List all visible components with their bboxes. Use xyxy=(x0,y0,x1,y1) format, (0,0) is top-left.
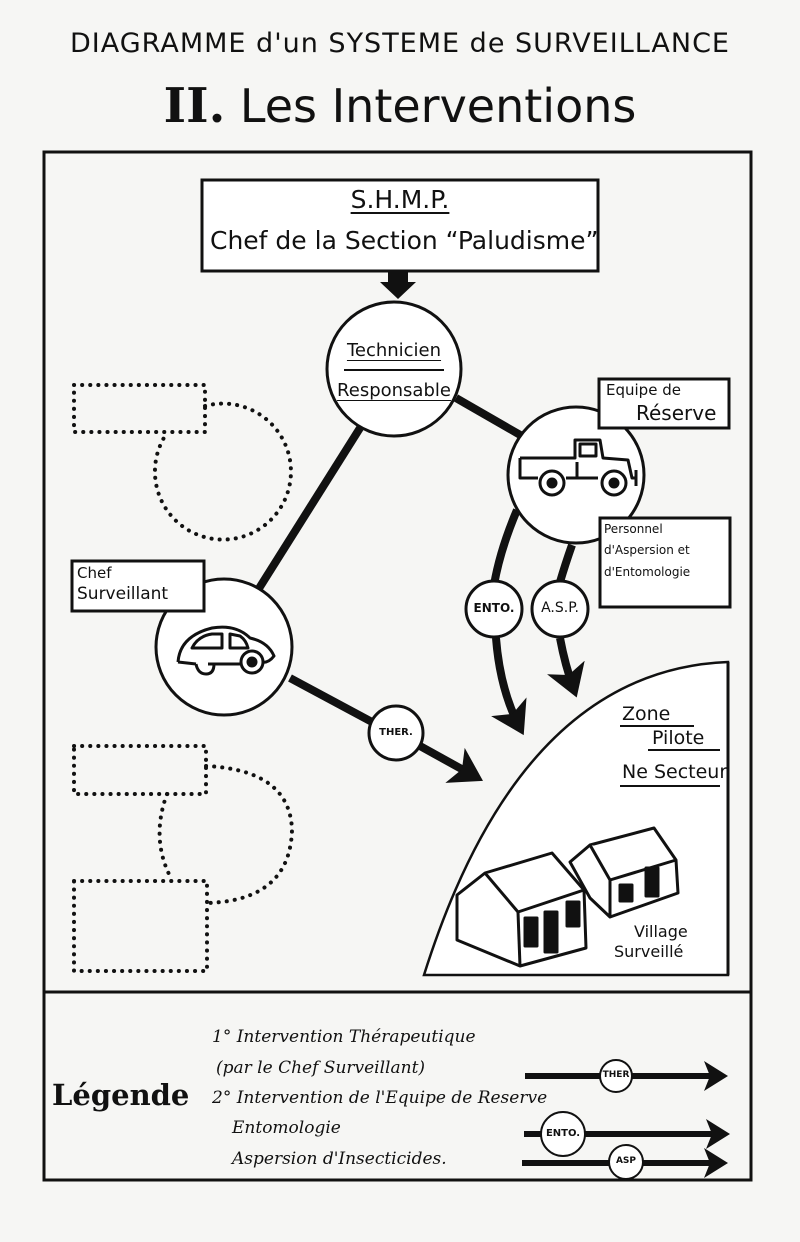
arrow-ther-zone xyxy=(418,742,483,783)
placeholder-shapes-bottom xyxy=(72,744,295,973)
village-label: Village xyxy=(634,922,688,941)
personnel-line2: d'Aspersion et xyxy=(604,543,690,557)
secteur-label: Ne Secteur xyxy=(622,761,728,783)
chef-label: Chef xyxy=(77,564,112,582)
edge-reserve-asp xyxy=(556,543,576,584)
surveille-label: Surveillé xyxy=(614,942,684,961)
legend-item2b: Aspersion d'Insecticides. xyxy=(232,1149,447,1169)
section-title: Les Interventions xyxy=(239,79,637,133)
equipe-reserve-box xyxy=(597,377,731,430)
outer-frame xyxy=(42,150,753,1182)
legend-item2a: Entomologie xyxy=(232,1118,341,1138)
personnel-box xyxy=(598,516,732,609)
ther-label: THER. xyxy=(379,727,413,738)
surveillant-label: Surveillant xyxy=(77,584,169,604)
asp-label: A.S.P. xyxy=(541,600,579,616)
legend-asp-badge xyxy=(608,1144,644,1180)
edge-reserve-ento xyxy=(490,508,521,586)
responsable-label: Responsable xyxy=(337,380,451,401)
shmp-subtitle: Chef de la Section “Paludisme” xyxy=(210,226,599,255)
shmp-box xyxy=(200,178,600,273)
legend-ther-badge xyxy=(599,1059,633,1093)
legend-ther-badge-label: THER xyxy=(602,1070,630,1080)
legend-ento-badge-label: ENTO. xyxy=(545,1128,581,1139)
legend-item2-heading: 2° Intervention de l'Equipe de Reserve xyxy=(212,1088,548,1108)
legend-item1-line2: (par le Chef Surveillant) xyxy=(216,1058,426,1078)
personnel-line3: d'Entomologie xyxy=(604,565,691,579)
legend-ento-badge xyxy=(540,1111,586,1157)
diagram-title-line1: DIAGRAMME d'un SYSTEME de SURVEILLANCE xyxy=(70,28,730,59)
reserve-label: Réserve xyxy=(636,401,717,425)
personnel-line1: Personnel xyxy=(604,522,663,536)
pilote-label: Pilote xyxy=(652,727,705,749)
edge-technicien-reserve xyxy=(454,394,524,440)
diagram-title-line2: II. Les Interventions xyxy=(0,78,800,134)
legend-item1-line1: 1° Intervention Thérapeutique xyxy=(212,1027,476,1047)
chef-surveillant-node xyxy=(154,577,294,717)
technicien-label: Technicien xyxy=(346,340,442,361)
ther-node xyxy=(367,704,425,762)
zone-label: Zone xyxy=(622,703,671,725)
truck-icon xyxy=(518,438,638,497)
car-icon xyxy=(176,625,276,676)
down-arrow-icon xyxy=(380,272,416,299)
arrow-ento-zone xyxy=(491,637,527,736)
section-number: II. xyxy=(163,78,226,134)
asp-node xyxy=(530,579,590,639)
houses-icon xyxy=(455,826,680,968)
ento-label: ENTO. xyxy=(473,601,515,615)
arrow-asp-zone xyxy=(547,637,585,698)
edge-chef-ther xyxy=(288,674,374,726)
legend-title: Légende xyxy=(52,1078,190,1112)
placeholder-shapes-top xyxy=(72,383,293,542)
shmp-label: S.H.M.P. xyxy=(350,185,450,214)
legend-asp-badge-label: ASP xyxy=(615,1156,637,1166)
edge-technicien-chef xyxy=(254,425,364,593)
chef-surveillant-box xyxy=(70,559,206,613)
equipe-label: Equipe de xyxy=(606,381,681,399)
ento-node xyxy=(464,579,524,639)
